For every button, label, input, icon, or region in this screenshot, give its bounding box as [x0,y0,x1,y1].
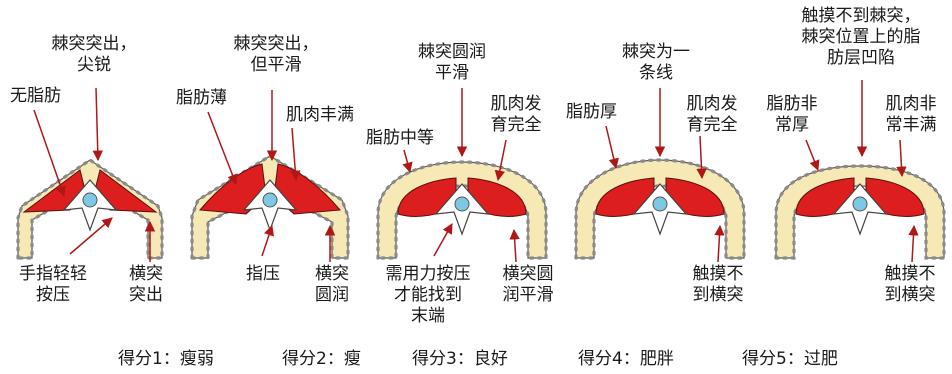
score-label-1: 得分1：瘦弱 [118,349,214,370]
cross-section-3 [378,162,546,258]
label-spine-p1: 棘突突出，尖锐 [36,34,152,76]
label-spine-p3: 棘突圆润平滑 [410,42,494,84]
label-muscle-p3: 肌肉发育完全 [484,94,548,136]
label-muscle-p4: 肌肉发育完全 [680,94,744,136]
score-label-3: 得分3：良好 [412,349,508,370]
label-transverse-p2: 横突圆润 [310,264,354,306]
label-muscle-p2: 肌肉丰满 [286,105,354,126]
pointer-arrow [208,112,236,184]
pointer-arrow [912,226,914,262]
pointer-arrow [606,126,616,168]
cross-section-2 [192,156,348,258]
pointer-arrow [96,88,98,160]
pointer-arrow [514,230,516,262]
score-label-2: 得分2：瘦 [282,349,361,370]
pointer-arrow [262,226,272,256]
label-transverse-p3: 横突圆润平滑 [496,264,560,306]
pointer-arrow [34,110,64,196]
label-fat-p3: 脂肪中等 [366,128,434,149]
label-fat-p4: 脂肪厚 [566,102,617,123]
label-transverse-p5: 触摸不到横突 [878,264,942,306]
cross-section-5 [776,166,944,258]
cross-section-1 [18,160,162,258]
pointer-arrow [404,150,410,172]
label-press-p1: 手指轻轻按压 [14,264,92,306]
label-transverse-p4: 触摸不到横突 [686,264,750,306]
label-fat-p5: 脂肪非常厚 [760,94,824,136]
label-press-p3: 需用力按压才能找到末端 [380,264,476,327]
score-label-4: 得分4：肥胖 [578,349,674,370]
label-fat-p2: 脂肪薄 [176,88,227,109]
label-spine-p4: 棘突为一条线 [608,42,704,84]
label-muscle-p5: 肌肉非常丰满 [876,94,946,136]
label-spine-p2: 棘突突出，但平滑 [224,34,328,76]
label-press-p2: 指压 [246,264,280,285]
label-transverse-p1: 横突突出 [124,264,168,306]
pointer-arrow [806,140,818,170]
pointer-arrow [434,224,452,256]
label-spine-p5: 触摸不到棘突，棘突位置上的脂肪层凹陷 [786,6,936,69]
label-fat-p1: 无脂肪 [10,86,61,107]
score-label-5: 得分5：过肥 [742,349,838,370]
pointer-arrow [718,226,720,262]
